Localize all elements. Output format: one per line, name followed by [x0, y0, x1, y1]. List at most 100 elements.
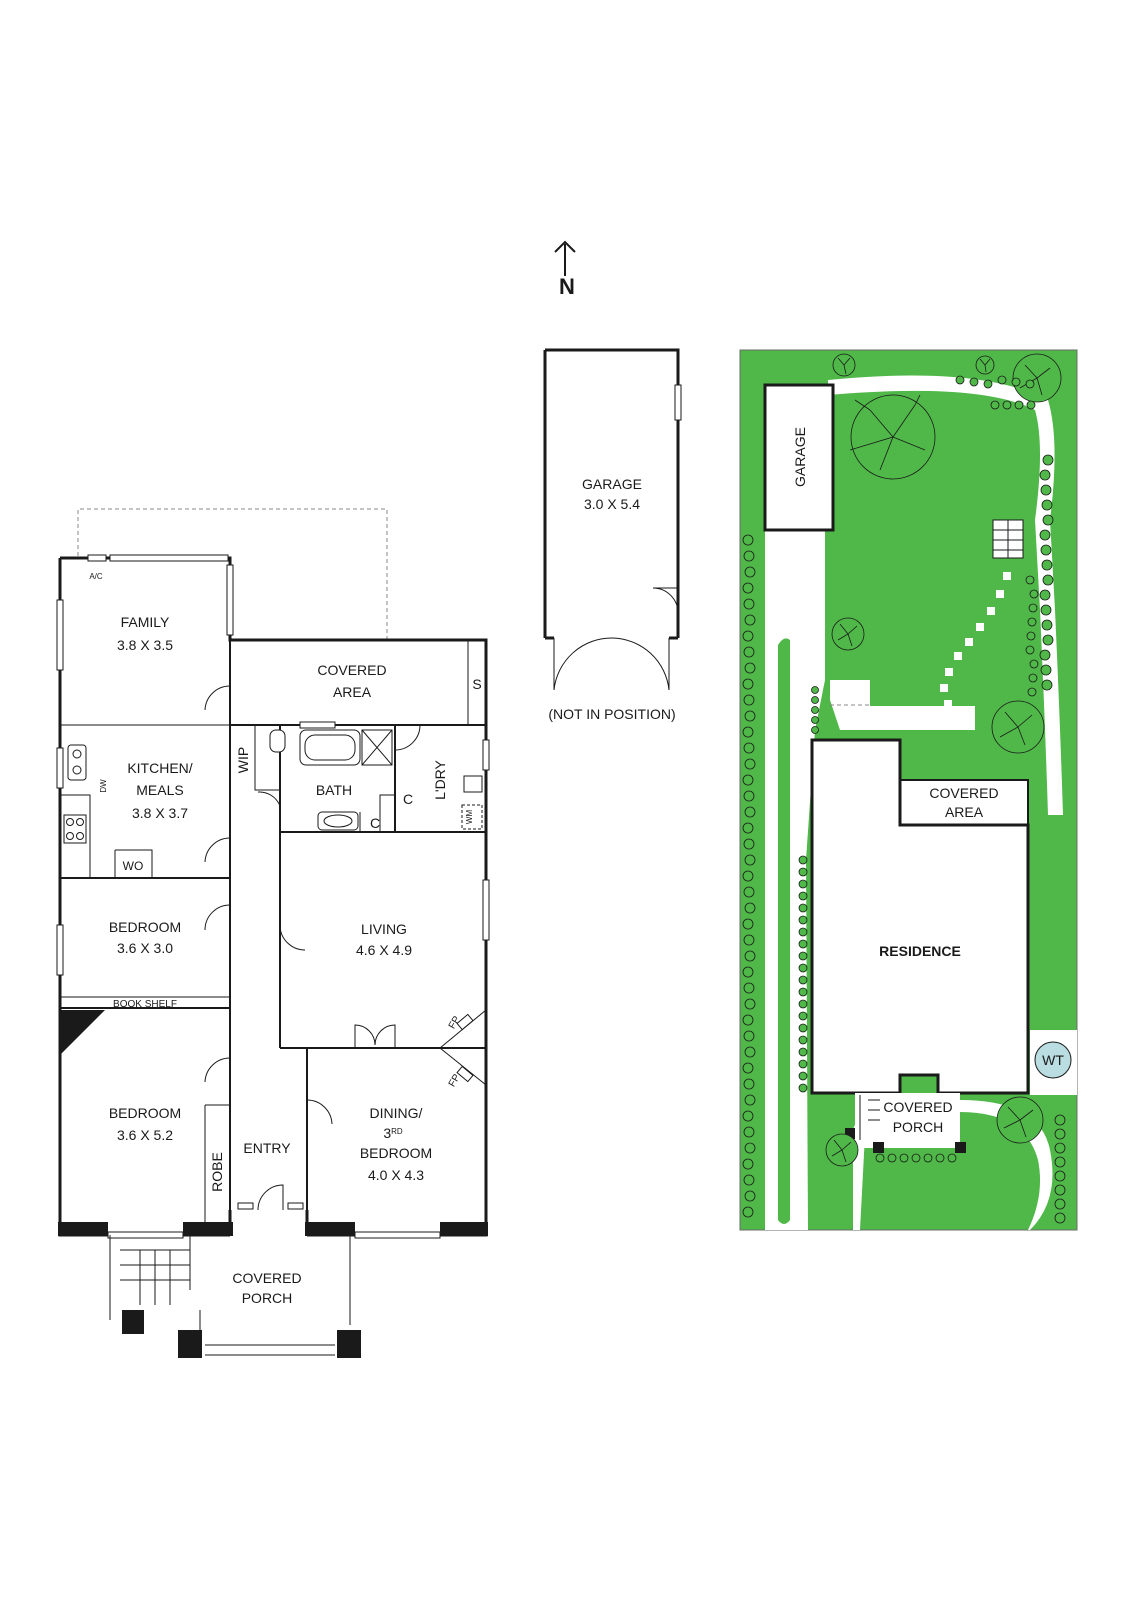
front-door — [257, 1184, 284, 1211]
window — [482, 879, 490, 941]
shrub-icon — [1040, 604, 1052, 616]
shrub-icon — [798, 1023, 808, 1033]
door-swing — [204, 904, 231, 931]
shrub-icon — [1040, 544, 1052, 556]
site-porch-label: PORCH — [893, 1119, 944, 1135]
shrub-icon — [1054, 1212, 1066, 1224]
washing-machine — [461, 804, 483, 830]
covered-area-label: AREA — [333, 684, 372, 700]
shrub-icon — [798, 1047, 808, 1057]
bedroom2-size: 3.6 X 5.2 — [117, 1127, 173, 1143]
shrub-icon — [744, 1190, 756, 1202]
large-tree-icon — [1012, 353, 1062, 403]
cooktop — [63, 814, 87, 844]
door-swing — [279, 925, 306, 951]
shrub-icon — [742, 678, 754, 690]
shrub-icon — [742, 534, 754, 546]
door-swing — [204, 837, 231, 863]
chimney-block — [60, 1010, 105, 1055]
shrub-icon — [744, 1142, 756, 1154]
shrub-icon — [1025, 379, 1035, 389]
shrub-icon — [798, 1035, 808, 1045]
shrub-icon — [744, 1046, 756, 1058]
shrub-icon — [1054, 1128, 1066, 1140]
shrub-icon — [1054, 1198, 1066, 1210]
entry-label: ENTRY — [243, 1140, 291, 1156]
shrub-icon — [955, 375, 965, 385]
shrub-icon — [935, 1153, 945, 1163]
shrub-icon — [744, 950, 756, 962]
shrub-icon — [811, 716, 819, 724]
shrub-icon — [742, 1062, 754, 1074]
cooktop-burner-icon — [76, 832, 84, 840]
shrub-icon — [1039, 649, 1051, 661]
shrub-icon — [1014, 400, 1024, 410]
shrub-icon — [742, 918, 754, 930]
shrub-icon — [997, 375, 1007, 385]
shrub-icon — [744, 998, 756, 1010]
cupboard-label: C — [403, 791, 413, 807]
kitchen-sink — [67, 744, 87, 781]
cooktop-burner-icon — [66, 832, 74, 840]
cooktop-burner-icon — [76, 818, 84, 826]
door-swing — [204, 1057, 231, 1083]
bathtub-basin — [304, 734, 356, 761]
bookshelf-label: BOOK SHELF — [113, 999, 177, 1010]
kitchen-bench — [60, 794, 153, 878]
shrub-icon — [744, 1094, 756, 1106]
laundry-label: L'DRY — [432, 759, 448, 799]
shrub-icon — [990, 400, 1000, 410]
shrub-icon — [798, 879, 808, 889]
shrub-icon — [1025, 575, 1035, 585]
wall-block — [58, 1222, 108, 1236]
shrub-icon — [798, 903, 808, 913]
garage-side-door — [652, 587, 679, 614]
shrub-icon — [798, 1071, 808, 1081]
shrub-icon — [743, 982, 755, 994]
door-swing — [354, 1024, 376, 1048]
dining-label-ordinal: 3 — [383, 1125, 391, 1141]
shrub-icon — [744, 710, 756, 722]
site-porch-post — [873, 1142, 884, 1153]
bedroom1-size: 3.6 X 3.0 — [117, 940, 173, 956]
window — [56, 747, 64, 789]
shrub-icon — [811, 726, 819, 734]
window — [299, 721, 336, 729]
shrub-icon — [1039, 529, 1051, 541]
shrub-icon — [923, 1153, 933, 1163]
bathtub — [299, 729, 361, 766]
shrub-icon — [798, 951, 808, 961]
door-swing — [374, 1024, 396, 1048]
water-tank — [1034, 1041, 1072, 1079]
shrub-icon — [744, 662, 756, 674]
shrub-icon — [1041, 499, 1053, 511]
shrub-icon — [742, 1014, 754, 1026]
shrub-icon — [1041, 619, 1053, 631]
garage-label: GARAGE — [582, 476, 642, 492]
shrub-icon — [744, 614, 756, 626]
door-swing — [204, 685, 231, 711]
shrub-icon — [1026, 631, 1036, 641]
dining-label: DINING/ — [370, 1105, 423, 1121]
shrub-icon — [744, 806, 756, 818]
wip-wall — [254, 725, 280, 791]
shrub-icon — [1042, 634, 1054, 646]
shrub-icon — [1039, 589, 1051, 601]
shrub-icon — [742, 1110, 754, 1122]
basin — [323, 814, 353, 828]
shrub-icon — [1011, 377, 1021, 387]
shrub-icon — [742, 726, 754, 738]
wo-label: WO — [123, 859, 144, 873]
tree-icon — [832, 353, 856, 377]
large-tree-icon — [996, 1096, 1044, 1144]
door-swing — [306, 1099, 333, 1125]
shrub-icon — [1054, 1114, 1066, 1126]
tree-icon — [825, 1133, 859, 1167]
dining-label-ordinal-suffix: RD — [391, 1127, 403, 1136]
shrub-icon — [798, 999, 808, 1009]
family-size: 3.8 X 3.5 — [117, 637, 173, 653]
shrub-icon — [1042, 574, 1054, 586]
shrub-icon — [743, 646, 755, 658]
shrub-icon — [743, 742, 755, 754]
porch-post — [337, 1330, 361, 1358]
